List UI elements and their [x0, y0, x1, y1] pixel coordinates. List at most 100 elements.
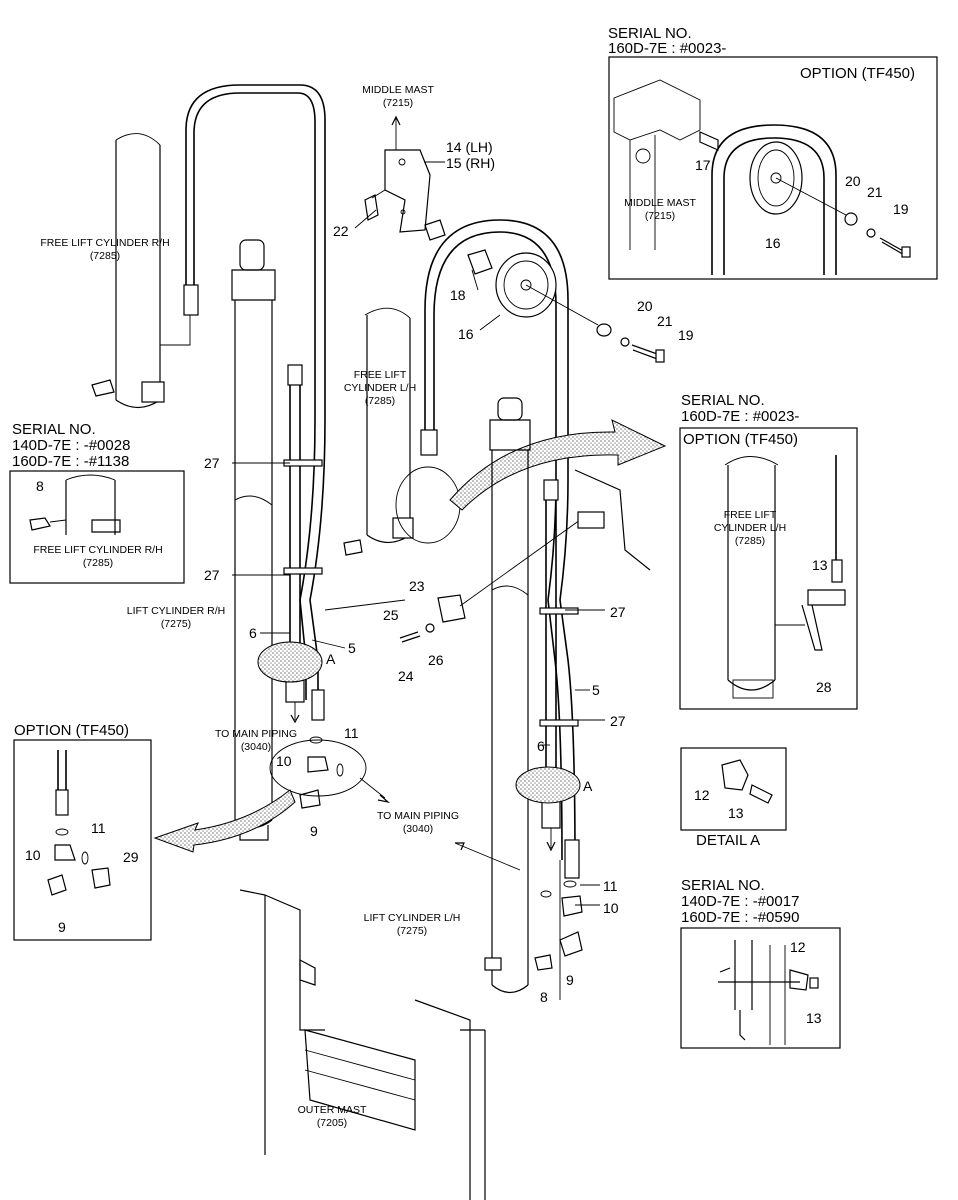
callout-27-d: 27: [610, 713, 626, 729]
callout-10-option: 10: [25, 847, 41, 863]
leader-line: [454, 842, 521, 871]
callout-27-a: 27: [204, 455, 220, 471]
callout-12-bottom: 12: [790, 939, 806, 955]
hoses-lh: [515, 479, 581, 879]
serial-left-line1: SERIAL NO.: [12, 421, 96, 438]
arrow-to-option-left: [153, 789, 296, 853]
callout-12-detail: 12: [694, 787, 710, 803]
free-lift-lh-inset-line3: (7285): [735, 535, 765, 547]
callout-8-inset: 8: [36, 478, 44, 494]
callout-13-bottom: 13: [806, 1010, 822, 1026]
callout-8-lh: 8: [540, 989, 548, 1005]
callout-10-lh: 10: [603, 900, 619, 916]
outer-mast: [239, 469, 651, 1200]
serial-left-line2: 140D-7E : -#0028: [12, 437, 130, 454]
serial-left-line3: 160D-7E : -#1138: [12, 453, 129, 470]
leader-arrow: [455, 842, 465, 851]
callout-20: 20: [637, 298, 653, 314]
callout-22: 22: [333, 223, 349, 239]
arrow-to-option-mid-right: [449, 419, 667, 511]
hoses-rh: [257, 364, 325, 724]
callout-21-inset: 21: [867, 184, 883, 200]
middle-mast-inset-line1: MIDDLE MAST: [624, 197, 696, 209]
free-lift-cylinder-rh: [91, 133, 165, 409]
callout-17: 17: [695, 157, 711, 173]
callout-leaders: [232, 161, 605, 906]
callout-27-b: 27: [204, 567, 220, 583]
serial-top-right-line2: 160D-7E : #0023-: [608, 40, 726, 57]
callout-10-rh: 10: [276, 753, 292, 769]
fitting-group-rh: [269, 736, 391, 809]
bracket-14-15: [364, 115, 431, 233]
callout-11-rh: 11: [344, 725, 359, 741]
callout-6-lh: 6: [537, 738, 545, 754]
option-mid-right: OPTION (TF450): [683, 431, 798, 448]
free-lift-rh-line2: (7285): [90, 250, 120, 262]
lift-cyl-rh-line2: (7275): [161, 618, 191, 630]
lift-cylinder-lh: [484, 397, 531, 994]
callout-25: 25: [383, 607, 399, 623]
callout-6-rh: 6: [249, 625, 257, 641]
option-left: OPTION (TF450): [14, 722, 129, 739]
callout-16-inset: 16: [765, 235, 781, 251]
callout-11-option: 11: [91, 820, 106, 836]
serial-bottom-right-line2: 140D-7E : -#0017: [681, 893, 799, 910]
callout-5-rh: 5: [348, 640, 356, 656]
callout-18: 18: [450, 287, 466, 303]
to-main-piping-2-line2: (3040): [403, 823, 433, 835]
option-top-right: OPTION (TF450): [800, 65, 915, 82]
free-lift-rh-inset-line2: (7285): [83, 557, 113, 569]
pulley-16: [495, 252, 665, 363]
callout-11-lh: 11: [603, 878, 618, 894]
inset-box-mid-right: [679, 427, 858, 710]
label-15-rh: 15 (RH): [446, 155, 495, 171]
free-lift-lh-line1: FREE LIFT: [354, 369, 407, 381]
inset-box-bottom-right: [680, 927, 841, 1049]
detail-a: DETAIL A: [696, 832, 760, 849]
callout-13-detail: 13: [728, 805, 744, 821]
callout-9-lh: 9: [566, 972, 574, 988]
to-main-piping-1-line1: TO MAIN PIPING: [215, 728, 297, 740]
serial-mid-right-line2: 160D-7E : #0023-: [681, 408, 799, 425]
inset-box-left-serial: [9, 470, 185, 584]
lift-cyl-lh-line1: LIFT CYLINDER L/H: [364, 912, 461, 924]
bracket-23: [399, 511, 605, 643]
inset-box-detail-a: [680, 747, 787, 831]
pin-18: [424, 219, 493, 275]
outer-mast-line2: (7205): [317, 1117, 347, 1129]
serial-bottom-right-line1: SERIAL NO.: [681, 877, 765, 894]
serial-bottom-right-line3: 160D-7E : -#0590: [681, 909, 799, 926]
lift-cylinder-rh: [231, 239, 276, 841]
callout-26: 26: [428, 652, 444, 668]
callout-21: 21: [657, 313, 673, 329]
serial-top-right-line1: SERIAL NO.: [608, 25, 692, 42]
free-lift-lh-line2: CYLINDER L/H: [344, 382, 416, 394]
free-lift-rh-inset-line1: FREE LIFT CYLINDER R/H: [33, 544, 162, 556]
callout-29: 29: [123, 849, 139, 865]
fitting-group-lh: [534, 880, 583, 971]
callout-9-option: 9: [58, 919, 66, 935]
callout-27-c: 27: [610, 604, 626, 620]
callout-a-rh: A: [326, 651, 336, 667]
label-14-lh: 14 (LH): [446, 139, 493, 155]
callout-20-inset: 20: [845, 173, 861, 189]
middle-mast-top-line2: (7215): [383, 97, 413, 109]
free-lift-cylinder-lh: [343, 307, 461, 556]
hose-loop-rh: [160, 84, 326, 700]
callout-24: 24: [398, 668, 414, 684]
free-lift-lh-inset-line1: FREE LIFT: [724, 509, 777, 521]
free-lift-lh-inset-line2: CYLINDER L/H: [714, 522, 786, 534]
free-lift-lh-line3: (7285): [365, 395, 395, 407]
lift-cyl-lh-line2: (7275): [397, 925, 427, 937]
callout-13-inset: 13: [812, 557, 828, 573]
callout-19-inset: 19: [893, 201, 909, 217]
callout-5-lh: 5: [592, 682, 600, 698]
free-lift-rh-line1: FREE LIFT CYLINDER R/H: [40, 237, 169, 249]
serial-mid-right-line1: SERIAL NO.: [681, 392, 765, 409]
to-main-piping-2-line1: TO MAIN PIPING: [377, 810, 459, 822]
to-main-piping-1-line2: (3040): [241, 741, 271, 753]
callout-a-lh: A: [583, 778, 593, 794]
lift-cyl-rh-line1: LIFT CYLINDER R/H: [127, 605, 225, 617]
callout-23: 23: [409, 578, 425, 594]
